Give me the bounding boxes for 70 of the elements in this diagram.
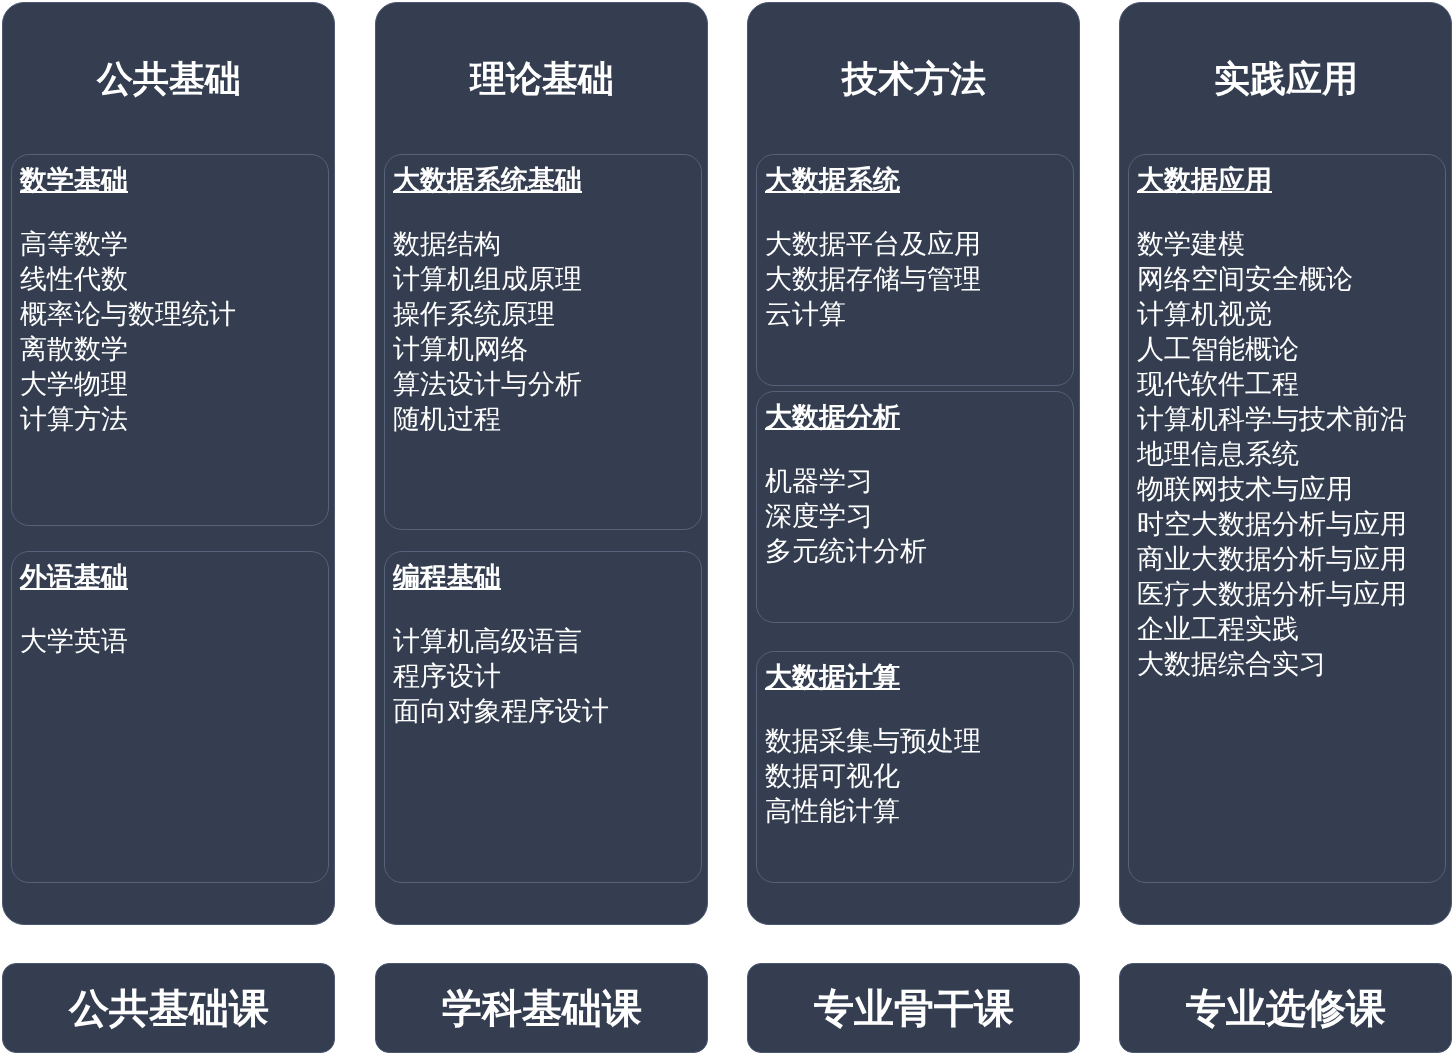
- course-name: 数据可视化: [765, 760, 900, 793]
- section-box: [756, 651, 1074, 883]
- section-heading: 大数据计算: [765, 661, 900, 694]
- course-name: 大数据平台及应用: [765, 228, 981, 261]
- column-panel: [747, 2, 1080, 925]
- course-name: 数据结构: [393, 228, 501, 261]
- course-name: 操作系统原理: [393, 298, 555, 331]
- section-box: [384, 154, 702, 530]
- category-label: 专业骨干课: [813, 984, 1014, 1033]
- course-name: 现代软件工程: [1137, 368, 1299, 401]
- course-name: 深度学习: [765, 500, 873, 533]
- course-name: 计算机科学与技术前沿: [1137, 403, 1407, 436]
- category-box: [747, 963, 1080, 1053]
- course-name: 计算方法: [20, 403, 128, 436]
- category-box: [1119, 963, 1452, 1053]
- course-name: 机器学习: [765, 465, 873, 498]
- course-name: 计算机高级语言: [393, 625, 582, 658]
- category-label: 公共基础课: [68, 984, 269, 1033]
- course-name: 算法设计与分析: [393, 368, 582, 401]
- section-box: [11, 154, 329, 526]
- course-name: 数学建模: [1137, 228, 1245, 261]
- category-label: 专业选修课: [1185, 984, 1386, 1033]
- course-name: 计算机组成原理: [393, 263, 582, 296]
- column-heading: 理论基础: [469, 59, 614, 99]
- section-box: [1128, 154, 1446, 883]
- course-name: 医疗大数据分析与应用: [1137, 578, 1407, 611]
- course-name: 大学物理: [20, 368, 128, 401]
- section-heading: 大数据系统: [765, 164, 900, 197]
- column-heading: 技术方法: [841, 59, 986, 99]
- category-label: 学科基础课: [441, 984, 642, 1033]
- section-heading: 大数据系统基础: [393, 164, 582, 197]
- section-box: [756, 154, 1074, 386]
- section-heading: 大数据应用: [1137, 164, 1272, 197]
- course-name: 计算机网络: [393, 333, 528, 366]
- section-heading: 大数据分析: [765, 401, 900, 434]
- section-box: [756, 391, 1074, 623]
- course-name: 高等数学: [20, 228, 128, 261]
- course-name: 随机过程: [393, 403, 501, 436]
- course-name: 云计算: [765, 298, 846, 331]
- section-heading: 编程基础: [393, 561, 501, 594]
- column-panel: [2, 2, 335, 925]
- course-name: 离散数学: [20, 333, 128, 366]
- course-name: 大数据综合实习: [1137, 648, 1326, 681]
- course-name: 大数据存储与管理: [765, 263, 981, 296]
- course-name: 时空大数据分析与应用: [1137, 508, 1407, 541]
- column-heading: 公共基础: [96, 59, 241, 99]
- category-box: [375, 963, 708, 1053]
- column-panel: [375, 2, 708, 925]
- course-name: 计算机视觉: [1137, 298, 1272, 331]
- course-name: 面向对象程序设计: [393, 695, 609, 728]
- course-name: 网络空间安全概论: [1137, 263, 1353, 296]
- column-panel: [1119, 2, 1452, 925]
- column-heading: 实践应用: [1213, 59, 1358, 99]
- course-name: 大学英语: [20, 625, 128, 658]
- section-box: [11, 551, 329, 883]
- course-name: 程序设计: [393, 660, 501, 693]
- course-name: 高性能计算: [765, 795, 900, 828]
- course-name: 线性代数: [20, 263, 128, 296]
- course-name: 物联网技术与应用: [1137, 473, 1353, 506]
- category-box: [2, 963, 335, 1053]
- course-name: 商业大数据分析与应用: [1137, 543, 1407, 576]
- section-heading: 数学基础: [20, 164, 128, 197]
- course-name: 人工智能概论: [1137, 333, 1299, 366]
- section-heading: 外语基础: [20, 561, 128, 594]
- course-name: 企业工程实践: [1137, 613, 1299, 646]
- course-name: 概率论与数理统计: [20, 298, 236, 331]
- course-name: 地理信息系统: [1137, 438, 1299, 471]
- course-name: 数据采集与预处理: [765, 725, 981, 758]
- section-box: [384, 551, 702, 883]
- course-name: 多元统计分析: [765, 535, 927, 568]
